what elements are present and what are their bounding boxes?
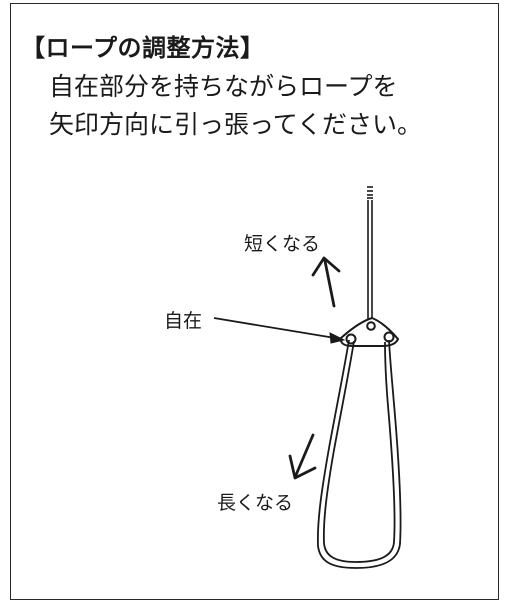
instruction-panel: 【ロープの調整方法】 自在部分を持ちながらロープを 矢印方向に引っ張ってください… bbox=[10, 3, 499, 600]
rope-upper-strand bbox=[367, 186, 373, 322]
instruction-text: 自在部分を持ちながらロープを 矢印方向に引っ張ってください。 bbox=[49, 68, 422, 144]
instruction-line-2: 矢印方向に引っ張ってください。 bbox=[49, 110, 423, 139]
rope-loop bbox=[316, 339, 402, 569]
longer-direction-arrow bbox=[288, 433, 317, 480]
label-longer: 長くなる bbox=[217, 492, 294, 514]
label-shorter: 短くなる bbox=[244, 233, 321, 255]
instruction-line-1: 自在部分を持ちながらロープを bbox=[49, 72, 398, 101]
panel-heading: 【ロープの調整方法】 bbox=[21, 34, 265, 62]
label-adjuster: 自在 bbox=[164, 310, 203, 332]
adjuster-pointer-arrow bbox=[213, 317, 346, 344]
shorter-direction-arrow bbox=[311, 256, 341, 308]
